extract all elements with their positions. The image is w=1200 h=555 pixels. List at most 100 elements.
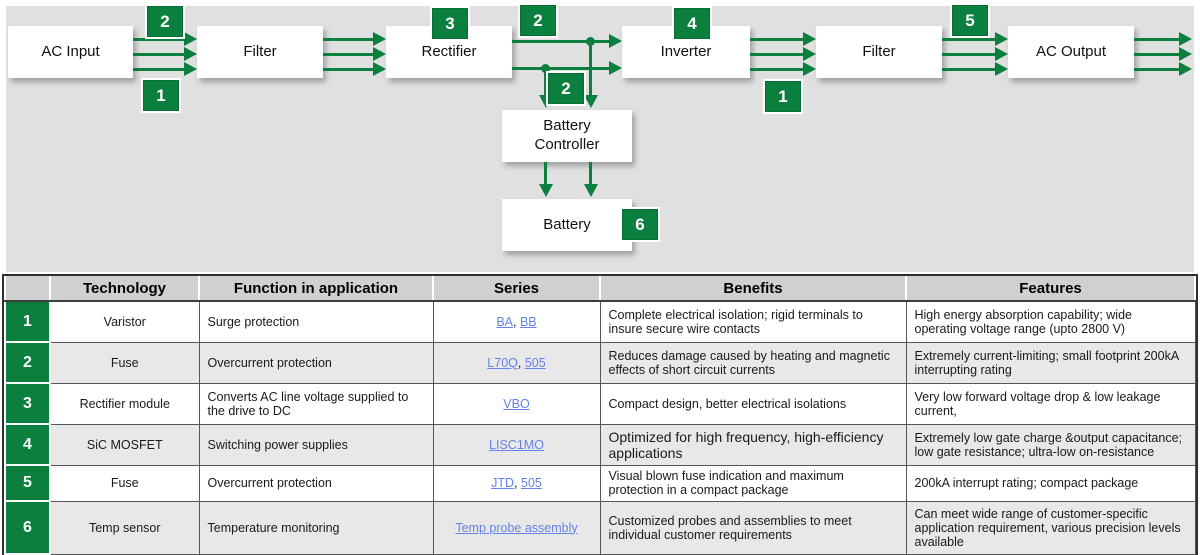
arrowhead-icon xyxy=(1179,62,1192,76)
arrowhead-icon xyxy=(584,95,598,108)
arrowhead-icon xyxy=(1179,47,1192,61)
flow-line xyxy=(512,67,610,70)
benefits-cell: Customized probes and assemblies to meet… xyxy=(599,500,907,555)
series-link[interactable]: LISC1MO xyxy=(489,437,544,452)
arrowhead-icon xyxy=(995,62,1008,76)
arrowhead-icon xyxy=(373,32,386,46)
features-cell: 200kA interrupt rating; compact package xyxy=(905,464,1196,502)
header-features: Features xyxy=(905,276,1196,302)
block-battery: Battery xyxy=(502,199,632,251)
badge-2-ac-input: 2 xyxy=(147,6,183,37)
flow-line xyxy=(942,53,996,56)
flow-line xyxy=(750,68,804,71)
flow-line xyxy=(133,38,185,41)
arrowhead-icon xyxy=(803,62,816,76)
header-number xyxy=(4,276,51,302)
arrowhead-icon xyxy=(1179,32,1192,46)
features-cell: Can meet wide range of customer-specific… xyxy=(905,500,1196,555)
arrowhead-icon xyxy=(803,32,816,46)
flow-line xyxy=(133,68,185,71)
arrowhead-icon xyxy=(803,47,816,61)
flow-line xyxy=(1134,53,1180,56)
arrowhead-icon xyxy=(184,32,197,46)
block-battery-controller: Battery Controller xyxy=(502,110,632,162)
header-technology: Technology xyxy=(49,276,200,302)
series-link[interactable]: Temp probe assembly xyxy=(455,520,578,535)
series-cell: LISC1MO xyxy=(432,423,601,466)
features-cell: High energy absorption capability; wide … xyxy=(905,300,1196,343)
series-link[interactable]: BA xyxy=(496,314,514,329)
flow-line xyxy=(750,38,804,41)
series-link[interactable]: JTD xyxy=(491,476,515,490)
technology-cell: Varistor xyxy=(49,300,200,343)
benefits-cell: Complete electrical isolation; rigid ter… xyxy=(599,300,907,343)
flow-line xyxy=(512,40,610,43)
arrowhead-icon xyxy=(584,184,598,197)
flow-line xyxy=(323,68,374,71)
row-number-badge: 6 xyxy=(4,500,51,555)
flow-line xyxy=(1134,68,1180,71)
technology-cell: Rectifier module xyxy=(49,382,200,425)
components-table: Technology Function in application Serie… xyxy=(2,274,1198,555)
benefits-cell: Optimized for high frequency, high-effic… xyxy=(599,423,907,466)
function-cell: Temperature monitoring xyxy=(198,500,434,555)
series-link[interactable]: 505 xyxy=(524,355,546,370)
technology-cell: Fuse xyxy=(49,464,200,502)
arrowhead-icon xyxy=(609,34,622,48)
flow-line xyxy=(589,41,592,96)
header-series: Series xyxy=(432,276,601,302)
row-number-badge: 4 xyxy=(4,423,51,466)
block-ac-input: AC Input xyxy=(8,26,133,78)
flow-line xyxy=(750,53,804,56)
arrowhead-icon xyxy=(609,61,622,75)
series-cell: VBO xyxy=(432,382,601,425)
arrowhead-icon xyxy=(995,47,1008,61)
row-number-badge: 5 xyxy=(4,464,51,502)
badge-5-ac-output: 5 xyxy=(952,5,988,36)
features-cell: Extremely low gate charge &output capaci… xyxy=(905,423,1196,466)
arrowhead-icon xyxy=(184,47,197,61)
series-link[interactable]: L70Q xyxy=(487,355,518,370)
flow-line xyxy=(323,53,374,56)
flow-line xyxy=(323,38,374,41)
badge-4-inverter: 4 xyxy=(674,8,710,39)
block-filter-1: Filter xyxy=(197,26,323,78)
badge-1-inverter-out: 1 xyxy=(765,81,801,112)
benefits-cell: Compact design, better electrical isolat… xyxy=(599,382,907,425)
series-link[interactable]: VBO xyxy=(503,396,530,411)
row-number-badge: 2 xyxy=(4,341,51,384)
block-ac-output: AC Output xyxy=(1008,26,1134,78)
arrowhead-icon xyxy=(995,32,1008,46)
badge-2-dc-bus: 2 xyxy=(520,5,556,36)
header-function: Function in application xyxy=(198,276,434,302)
technology-cell: Fuse xyxy=(49,341,200,384)
badge-2-battery-line: 2 xyxy=(548,73,584,104)
function-cell: Converts AC line voltage supplied to the… xyxy=(198,382,434,425)
series-link[interactable]: 505 xyxy=(521,476,542,490)
function-cell: Overcurrent protection xyxy=(198,464,434,502)
series-link[interactable]: BB xyxy=(519,314,537,329)
flow-line xyxy=(1134,38,1180,41)
flow-line xyxy=(942,68,996,71)
arrowhead-icon xyxy=(373,62,386,76)
series-cell: L70Q, 505 xyxy=(432,341,601,384)
function-cell: Surge protection xyxy=(198,300,434,343)
badge-3-rectifier: 3 xyxy=(432,8,468,39)
function-cell: Overcurrent protection xyxy=(198,341,434,384)
technology-cell: SiC MOSFET xyxy=(49,423,200,466)
flow-line xyxy=(133,53,185,56)
arrowhead-icon xyxy=(184,62,197,76)
flow-line xyxy=(544,162,547,185)
technology-cell: Temp sensor xyxy=(49,500,200,555)
benefits-cell: Visual blown fuse indication and maximum… xyxy=(599,464,907,502)
flow-line xyxy=(942,38,996,41)
badge-6-battery: 6 xyxy=(622,209,658,240)
series-cell: JTD, 505 xyxy=(432,464,601,502)
